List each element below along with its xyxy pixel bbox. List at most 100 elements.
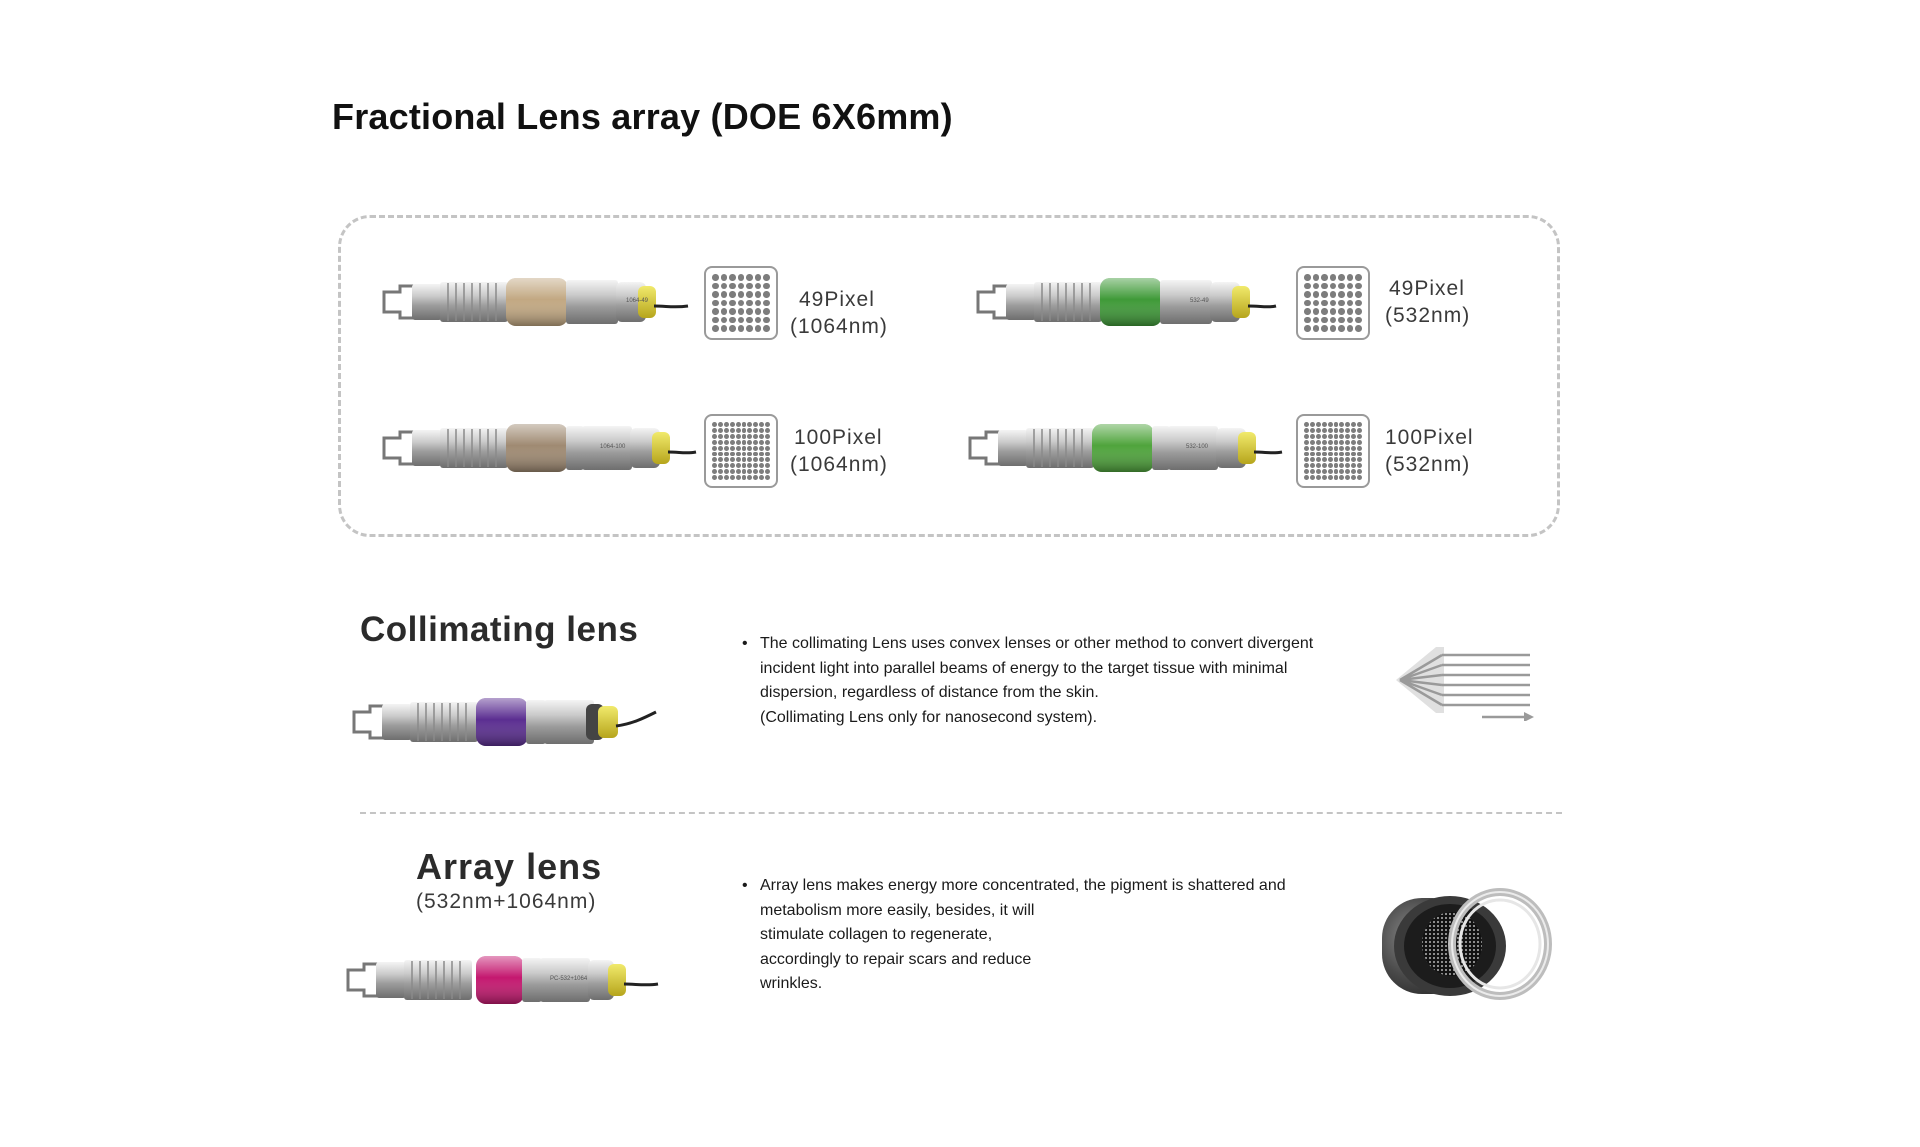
pixel-dot [1338,325,1345,332]
pixel-dot [763,274,770,281]
pixel-dot [720,316,728,324]
pixel-dot [1321,463,1327,469]
pixel-dot [737,308,745,315]
engraving: PC-532+1064 [550,976,588,982]
pixel-label-49-1064: 49Pixel (1064nm) [790,286,888,340]
pixel-dot [729,308,736,315]
pixel-dot [765,451,770,457]
pixel-dot [712,325,719,332]
pixel-dot [1345,422,1351,427]
pixel-dot [746,308,753,315]
handpiece-collimating [352,698,657,746]
pixel-dot [1351,457,1357,463]
pixel-dot [741,475,747,480]
pixel-dot [763,308,770,315]
pixel-dot [735,433,741,439]
pixel-dot [754,316,762,324]
pixel-dot [1351,422,1357,427]
pixel-dot [747,422,753,427]
pixel-dot [1355,299,1362,307]
pixel-count: 49Pixel [799,288,875,311]
pixel-dot [759,445,765,451]
pixel-count: 100Pixel [1385,426,1474,449]
pixel-dot [759,427,765,433]
pixel-dot [735,445,741,451]
pixel-dot [729,427,735,433]
pixel-grid-49-1064 [704,266,778,340]
pixel-dot [753,451,759,457]
pixel-label-49-532: 49Pixel (532nm) [1385,275,1470,329]
pixel-dot [712,427,717,433]
pixel-label-100-532: 100Pixel (532nm) [1385,424,1474,478]
pixel-dot [765,463,770,469]
pixel-dot [1309,469,1315,475]
pixel-dot [741,433,747,439]
pixel-dot [1321,291,1328,298]
pixel-dot [712,422,717,427]
pixel-dot [753,427,759,433]
pixel-dot [1315,439,1321,445]
pixel-dot [712,274,719,281]
wavelength: (1064nm) [790,453,888,476]
pixel-dot [712,445,717,451]
description-line: (Collimating Lens only for nanosecond sy… [760,708,1098,726]
pixel-dot [720,299,728,307]
pixel-dot [746,282,753,290]
pixel-dot [746,291,753,298]
pixel-dot [765,433,770,439]
pixel-dot [729,451,735,457]
pixel-dot [720,325,728,332]
pixel-dot [1355,291,1362,298]
pixel-dot [753,445,759,451]
pixel-dot [759,463,765,469]
pixel-dot [1345,469,1351,475]
pixel-dot [747,457,753,463]
pixel-dot [712,316,719,324]
svg-text:1064-49: 1064-49 [626,298,649,304]
pixel-dot [1351,427,1357,433]
pixel-dot [747,439,753,445]
pixel-dot [1309,457,1315,463]
pixel-dot [1304,433,1309,439]
pixel-dot [720,308,728,315]
pixel-dot [1351,445,1357,451]
pixel-dot [1304,469,1309,475]
pixel-dot [1304,445,1309,451]
pixel-dot [1355,316,1362,324]
pixel-dot [746,274,753,281]
pixel-dot [729,291,736,298]
pixel-dot [1321,457,1327,463]
pixel-dot [765,457,770,463]
pixel-dot [1315,469,1321,475]
pixel-dot [720,282,728,290]
pixel-dot [729,282,736,290]
svg-text:1064-100: 1064-100 [600,444,626,450]
pixel-dot [1357,469,1362,475]
pixel-dot [741,463,747,469]
pixel-dot [1339,427,1345,433]
pixel-dot [720,291,728,298]
pixel-dot [1327,422,1333,427]
pixel-dot [712,439,717,445]
pixel-dot [1327,457,1333,463]
pixel-dot [753,469,759,475]
pixel-dot [1357,433,1362,439]
pixel-dot [1329,274,1337,281]
pixel-dot [723,427,729,433]
section-divider [360,812,1562,814]
description-line: dispersion, regardless of distance from … [760,684,1099,701]
pixel-dot [1315,457,1321,463]
pixel-dot [737,325,745,332]
pixel-label-100-1064: 100Pixel (1064nm) [790,424,888,478]
pixel-dot [1321,469,1327,475]
pixel-dot [1329,308,1337,315]
pixel-dot [1333,427,1339,433]
pixel-dot [1339,422,1345,427]
pixel-dot [1312,325,1320,332]
pixel-dot [729,316,736,324]
pixel-dot [1333,451,1339,457]
pixel-dot [1321,451,1327,457]
pixel-dot [735,457,741,463]
pixel-dot [1339,451,1345,457]
pixel-dot [1346,308,1354,315]
